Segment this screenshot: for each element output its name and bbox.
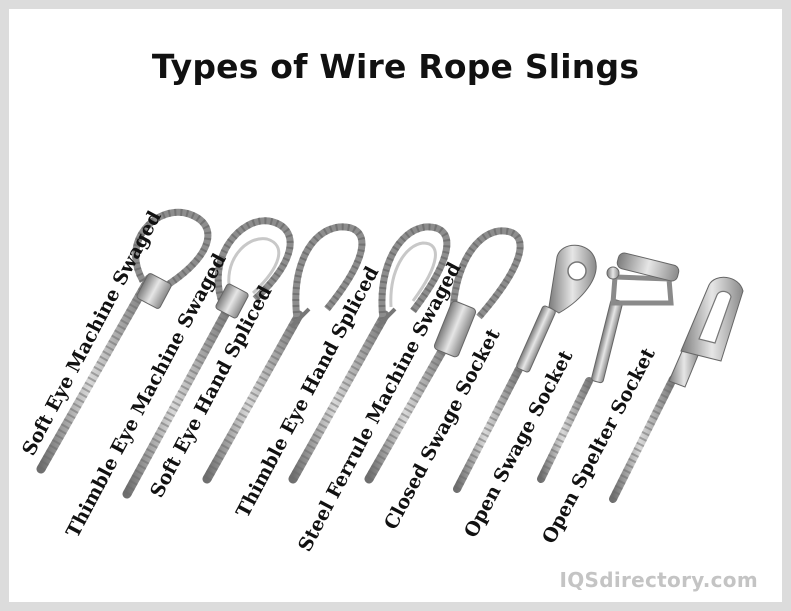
watermark-logo: IQSdirectory.com	[559, 568, 758, 592]
sling-soft-eye-machine-swaged	[36, 208, 212, 474]
sling-thimble-eye-machine-swaged	[122, 217, 294, 499]
diagram-canvas: Types of Wire Rope Slings	[9, 9, 782, 602]
sling-closed-swage-socket	[453, 244, 597, 493]
sling-open-spelter-socket	[609, 276, 744, 503]
slings-illustration: Soft Eye Machine Swaged Thimble Eye Mach…	[18, 207, 744, 555]
diagram-title: Types of Wire Rope Slings	[151, 47, 640, 86]
sling-steel-ferrule-machine-swaged	[364, 227, 524, 484]
sling-thimble-eye-hand-spliced	[288, 223, 451, 484]
sling-open-swage-socket	[537, 252, 680, 483]
sling-soft-eye-hand-spliced	[202, 223, 366, 484]
